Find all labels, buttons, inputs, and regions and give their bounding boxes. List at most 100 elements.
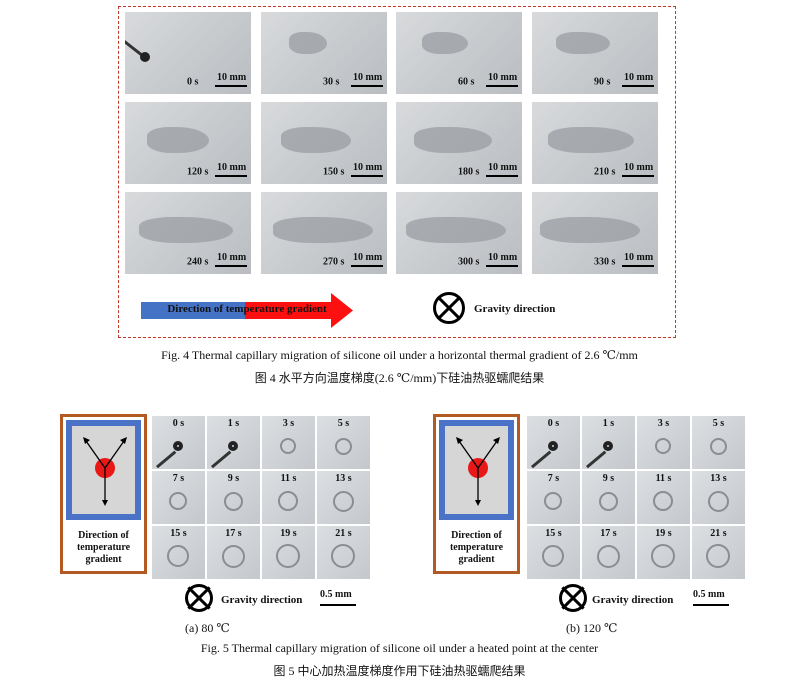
fig4-scale-bar <box>215 175 247 177</box>
figure-5b-gravity-label: Gravity direction <box>592 594 674 606</box>
fig4-frame: 30 s 10 mm <box>261 12 387 94</box>
fig4-scale-bar <box>486 175 518 177</box>
fig4-frame: 180 s 10 mm <box>396 102 522 184</box>
fig4-scale-text: 10 mm <box>488 162 518 173</box>
fig5-time-label: 13 s <box>710 473 727 484</box>
fig5-time-label: 1 s <box>227 418 240 429</box>
fig5-frame: 19 s <box>262 526 315 579</box>
fig5-time-label: 5 s <box>337 418 350 429</box>
figure-5a-gravity-label: Gravity direction <box>221 594 303 606</box>
fig5-time-label: 15 s <box>170 528 187 539</box>
fig5-time-label: 3 s <box>657 418 670 429</box>
fig4-time-label: 0 s <box>187 76 199 88</box>
fig5-time-label: 19 s <box>655 528 672 539</box>
fig4-time-label: 270 s <box>323 256 345 268</box>
fig4-scale-text: 10 mm <box>488 72 518 83</box>
fig4-time-label: 180 s <box>458 166 480 178</box>
fig5-frame: 9 s <box>207 471 260 524</box>
fig5-time-label: 11 s <box>655 473 672 484</box>
fig5-frame: 17 s <box>207 526 260 579</box>
fig5-frame: 7 s <box>152 471 205 524</box>
fig5-frame: 0 s <box>527 416 580 469</box>
fig4-scale-bar <box>351 265 383 267</box>
fig4-scale-text: 10 mm <box>217 72 247 83</box>
figure-5a-scale-text: 0.5 mm <box>320 589 352 600</box>
fig4-time-label: 210 s <box>594 166 616 178</box>
figure-5-caption-zh: 图 5 中心加热温度梯度作用下硅油热驱蠕爬结果 <box>273 664 526 678</box>
figure-4-panel <box>118 6 676 338</box>
fig5-frame: 3 s <box>262 416 315 469</box>
fig4-scale-bar <box>622 175 654 177</box>
gravity-direction-icon <box>433 292 465 324</box>
fig4-frame: 240 s 10 mm <box>125 192 251 274</box>
gravity-direction-icon <box>559 584 587 612</box>
fig5-time-label: 9 s <box>602 473 615 484</box>
fig5-time-label: 9 s <box>227 473 240 484</box>
fig4-time-label: 240 s <box>187 256 209 268</box>
fig4-time-label: 120 s <box>187 166 209 178</box>
fig4-scale-bar <box>215 265 247 267</box>
fig5-frame: 21 s <box>317 526 370 579</box>
fig5-time-label: 5 s <box>712 418 725 429</box>
fig4-scale-bar <box>215 85 247 87</box>
figure-5b-scale-bar <box>693 604 729 606</box>
figure-5-caption-en: Fig. 5 Thermal capillary migration of si… <box>200 641 599 655</box>
fig5-time-label: 21 s <box>335 528 352 539</box>
fig5-frame: 5 s <box>317 416 370 469</box>
fig4-scale-text: 10 mm <box>217 162 247 173</box>
fig4-frame: 210 s 10 mm <box>532 102 658 184</box>
fig5-frame: 1 s <box>582 416 635 469</box>
fig4-scale-text: 10 mm <box>353 72 383 83</box>
fig4-time-label: 90 s <box>594 76 611 88</box>
fig5-time-label: 17 s <box>225 528 242 539</box>
fig5-frame: 5 s <box>692 416 745 469</box>
fig5-time-label: 7 s <box>547 473 560 484</box>
fig4-scale-bar <box>351 85 383 87</box>
figure-5a-scale-bar <box>320 604 356 606</box>
fig4-scale-bar <box>486 265 518 267</box>
fig4-scale-text: 10 mm <box>624 252 654 263</box>
fig4-scale-bar <box>486 85 518 87</box>
fig4-scale-bar <box>622 265 654 267</box>
fig5-frame: 1 s <box>207 416 260 469</box>
fig5-time-label: 7 s <box>172 473 185 484</box>
figure-4-caption-zh: 图 4 水平方向温度梯度(2.6 ℃/mm)下硅油热驱蠕爬结果 <box>254 371 545 385</box>
fig5-frame: 0 s <box>152 416 205 469</box>
fig4-scale-text: 10 mm <box>353 162 383 173</box>
fig4-frame: 0 s 10 mm <box>125 12 251 94</box>
fig4-scale-text: 10 mm <box>488 252 518 263</box>
fig5-time-label: 0 s <box>547 418 560 429</box>
fig4-scale-text: 10 mm <box>217 252 247 263</box>
gravity-direction-icon <box>185 584 213 612</box>
fig4-frame: 150 s 10 mm <box>261 102 387 184</box>
fig5-frame: 9 s <box>582 471 635 524</box>
fig5-frame: 11 s <box>637 471 690 524</box>
fig5-frame: 3 s <box>637 416 690 469</box>
fig5-frame: 21 s <box>692 526 745 579</box>
fig4-time-label: 30 s <box>323 76 340 88</box>
fig5-time-label: 13 s <box>335 473 352 484</box>
fig4-frame: 120 s 10 mm <box>125 102 251 184</box>
fig5-time-label: 0 s <box>172 418 185 429</box>
fig5-time-label: 3 s <box>282 418 295 429</box>
fig5-frame: 13 s <box>317 471 370 524</box>
fig5-time-label: 19 s <box>280 528 297 539</box>
fig4-scale-bar <box>351 175 383 177</box>
fig4-scale-text: 10 mm <box>624 72 654 83</box>
fig4-scale-text: 10 mm <box>353 252 383 263</box>
fig5-frame: 19 s <box>637 526 690 579</box>
fig4-scale-bar <box>622 85 654 87</box>
fig4-frame: 270 s 10 mm <box>261 192 387 274</box>
fig5-frame: 7 s <box>527 471 580 524</box>
gravity-direction-label: Gravity direction <box>474 303 556 315</box>
figure-5a-subcaption: (a) 80 ℃ <box>185 621 230 635</box>
fig4-time-label: 150 s <box>323 166 345 178</box>
fig4-scale-text: 10 mm <box>624 162 654 173</box>
fig5-frame: 15 s <box>527 526 580 579</box>
